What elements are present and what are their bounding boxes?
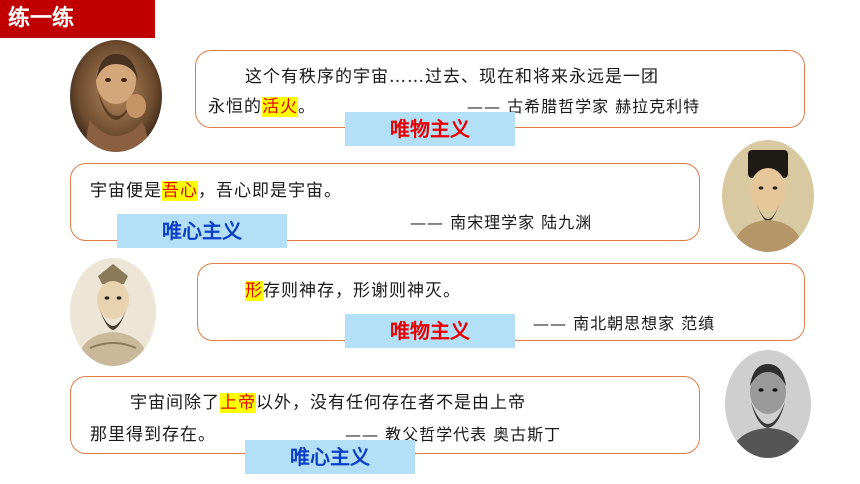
attribution-3: —— 南北朝思想家 范缜 <box>533 314 716 333</box>
quote-1-line-1: 这个有秩序的宇宙……过去、现在和将来永远是一团 <box>245 67 659 87</box>
quote-4-keyword: 上帝 <box>220 393 256 413</box>
quote-4-line-1: 宇宙间除了上帝以外，没有任何存在者不是由上帝 <box>130 388 526 413</box>
quote-1-line-2: 永恒的活火。 <box>208 92 316 117</box>
quote-1-keyword: 活火 <box>262 97 298 117</box>
section-title: 练一练 <box>0 0 155 38</box>
quote-2-text-end: ，吾心即是宇宙。 <box>198 181 342 201</box>
quote-1-text: 永恒的 <box>208 97 262 117</box>
quote-2-text: 宇宙便是 <box>90 181 162 201</box>
attribution-2: —— 南宋理学家 陆九渊 <box>410 213 593 232</box>
quote-2-keyword: 吾心 <box>162 181 198 201</box>
quote-4-line-2: 那里得到存在。 <box>90 425 216 445</box>
answer-label-4: 唯心主义 <box>245 440 415 474</box>
quote-3-keyword: 形 <box>245 281 263 301</box>
portrait-lu-jiuyuan <box>722 140 814 252</box>
quote-3-line: 形存则神存，形谢则神灭。 <box>245 276 461 301</box>
quote-2-line: 宇宙便是吾心，吾心即是宇宙。 <box>90 176 342 201</box>
quote-1-text-end: 。 <box>298 97 316 117</box>
attribution-1: —— 古希腊哲学家 赫拉克利特 <box>467 97 701 116</box>
answer-label-2: 唯心主义 <box>117 214 287 248</box>
answer-label-1: 唯物主义 <box>345 112 515 146</box>
quote-4-text-end: 以外，没有任何存在者不是由上帝 <box>256 393 526 413</box>
portrait-fan-zhen <box>70 258 156 366</box>
quote-4-text: 宇宙间除了 <box>130 393 220 413</box>
portrait-heraclitus <box>70 40 162 152</box>
answer-label-3: 唯物主义 <box>345 314 515 348</box>
attribution-4: —— 教父哲学代表 奥古斯丁 <box>345 425 562 444</box>
portrait-augustine <box>725 350 811 458</box>
quote-3-text: 存则神存，形谢则神灭。 <box>263 281 461 301</box>
